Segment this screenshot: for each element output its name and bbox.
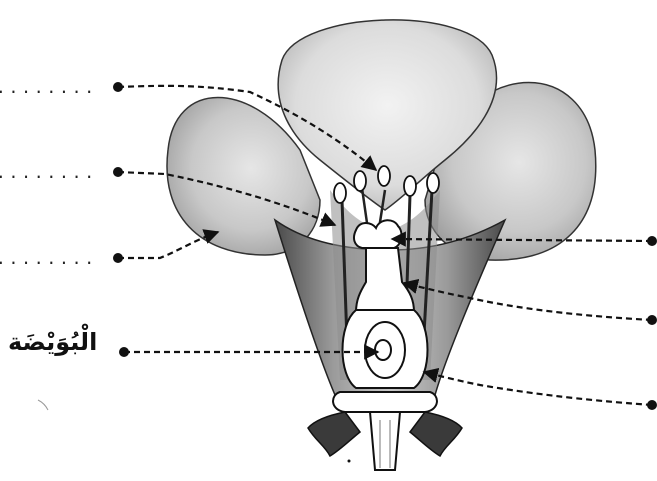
answer-blank-3[interactable]: ........: [0, 249, 97, 268]
stem: [370, 412, 400, 470]
receptacle: [333, 392, 437, 412]
answer-blank-1[interactable]: ........: [0, 78, 97, 97]
ovule-label: الْبُوَيْضَة: [8, 328, 97, 356]
stray-dot: [348, 460, 351, 463]
right-sepal: [410, 412, 462, 456]
stray-mark: [38, 400, 48, 410]
answer-blank-2[interactable]: ........: [0, 163, 97, 182]
anther-3: [378, 166, 390, 186]
anther-2: [354, 171, 366, 191]
stigma: [354, 220, 401, 248]
anther-1: [334, 183, 346, 203]
anther-5: [427, 173, 439, 193]
ovule: [375, 340, 391, 360]
anther-4: [404, 176, 416, 196]
left-sepal: [308, 412, 360, 456]
pointer-right-3: [424, 372, 652, 405]
